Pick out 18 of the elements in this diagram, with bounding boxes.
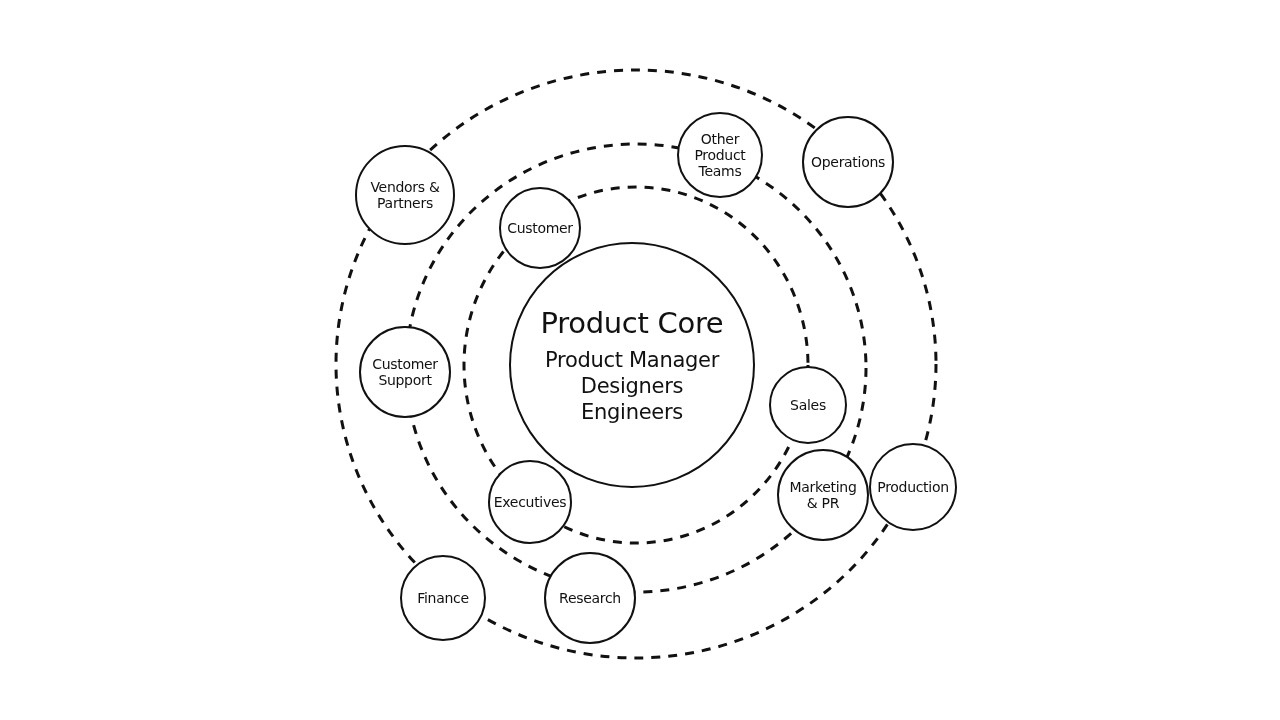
node-label: Sales [790, 396, 826, 414]
node-label: Customer Support [371, 355, 439, 389]
node-label: Production [877, 478, 949, 496]
role-label: Designers [580, 373, 684, 400]
core-title: Product Core [540, 304, 724, 341]
node-label: Executives [493, 493, 567, 511]
node-label: Operations [811, 153, 885, 171]
node-label: Customer [507, 219, 573, 237]
node-label: Vendors & Partners [369, 178, 441, 212]
node-label: Marketing & PR [788, 478, 858, 512]
stakeholder-circle [488, 460, 572, 544]
stakeholder-circle [777, 449, 869, 541]
stakeholder-circle [499, 187, 581, 269]
role-label: Product Manager [545, 346, 719, 373]
node-label: Finance [417, 589, 469, 607]
role-label: Engineers [581, 399, 683, 426]
node-label: Other Product Teams [693, 130, 747, 180]
node-label: Research [559, 589, 621, 607]
